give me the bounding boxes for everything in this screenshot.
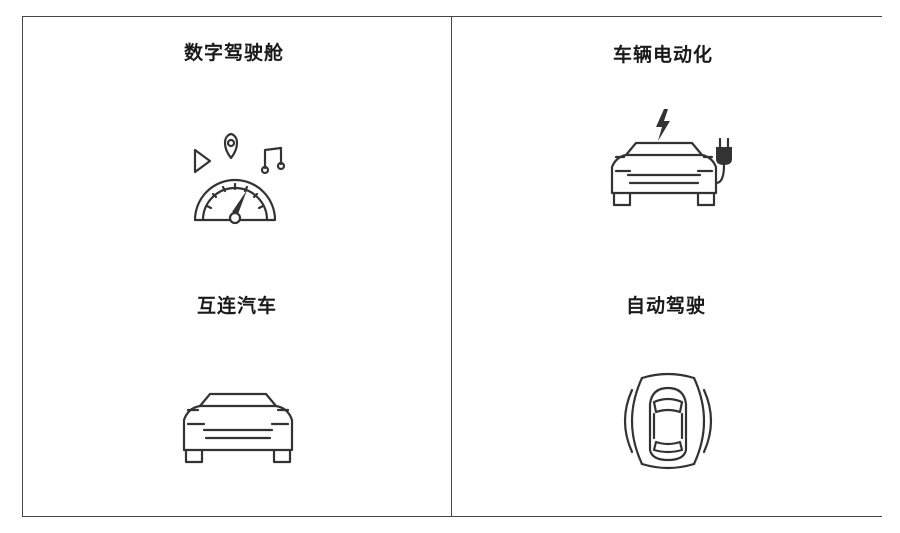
electric-car-icon <box>610 109 732 207</box>
dashboard-gauge-icon <box>193 132 286 225</box>
car-front-icon <box>182 392 294 464</box>
grid-divider <box>451 16 452 517</box>
autonomous-car-icon <box>623 372 713 470</box>
cell-label-digital-cockpit: 数字驾驶舱 <box>183 42 284 64</box>
cell-label-vehicle-electrification: 车辆电动化 <box>612 44 713 66</box>
cell-label-autonomous-driving: 自动驾驶 <box>625 295 706 317</box>
cell-label-connected-car: 互连汽车 <box>196 295 277 317</box>
grid-frame <box>22 16 882 517</box>
